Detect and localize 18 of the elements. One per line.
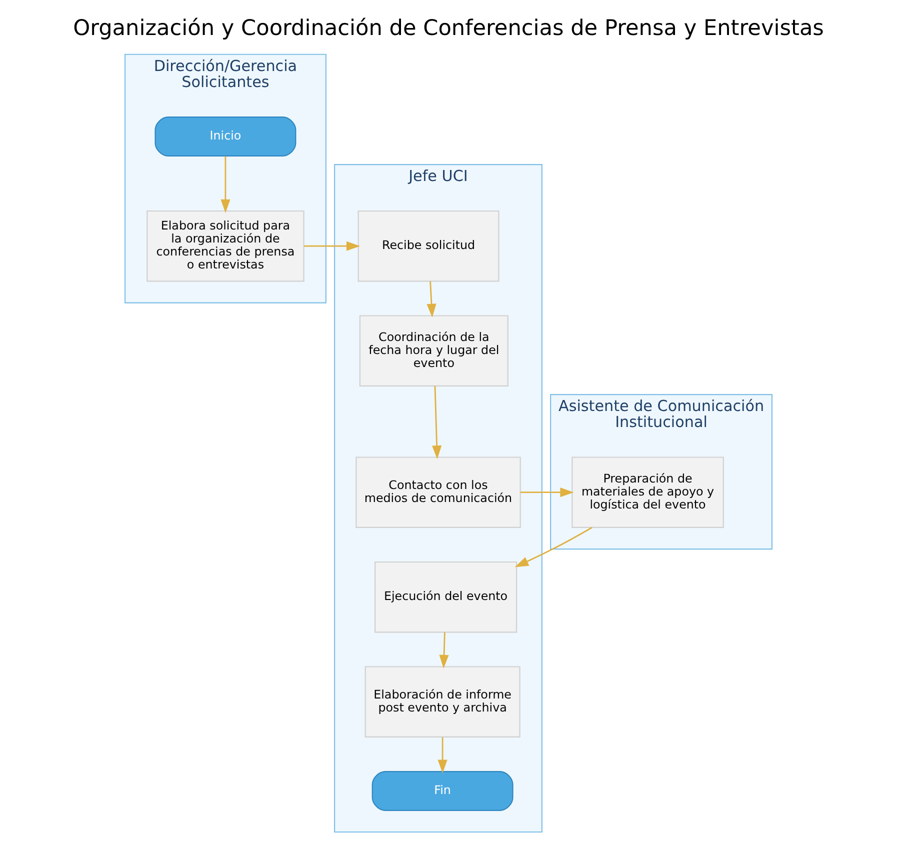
diagram-title: Organización y Coordinación de Conferencias de Prensa y Entrevistas xyxy=(73,15,824,40)
arrow xyxy=(304,240,360,250)
arrow xyxy=(220,156,230,213)
arrow xyxy=(520,487,574,497)
node-box: Elabora solicitud para la organización de conferencias de prensa o entrevistas xyxy=(146,210,304,282)
arrow xyxy=(439,632,449,668)
node-box: Inicio xyxy=(154,116,296,156)
arrow xyxy=(432,386,442,459)
node-box: Elaboración de informe post evento y archiva xyxy=(364,666,520,738)
node-box: Recibe solicitud xyxy=(358,210,500,282)
node-box: Preparación de materiales de apoyo y logística del evento xyxy=(572,456,724,528)
arrow xyxy=(514,526,592,567)
arrow xyxy=(426,280,436,318)
arrow xyxy=(438,736,448,773)
node-box: Fin xyxy=(372,770,514,810)
node-box: Contacto con los medios de comunicación xyxy=(356,456,521,528)
node-box: Coordinación de la fecha hora y lugar del evento xyxy=(359,314,508,386)
node-box: Ejecución del evento xyxy=(374,560,518,632)
